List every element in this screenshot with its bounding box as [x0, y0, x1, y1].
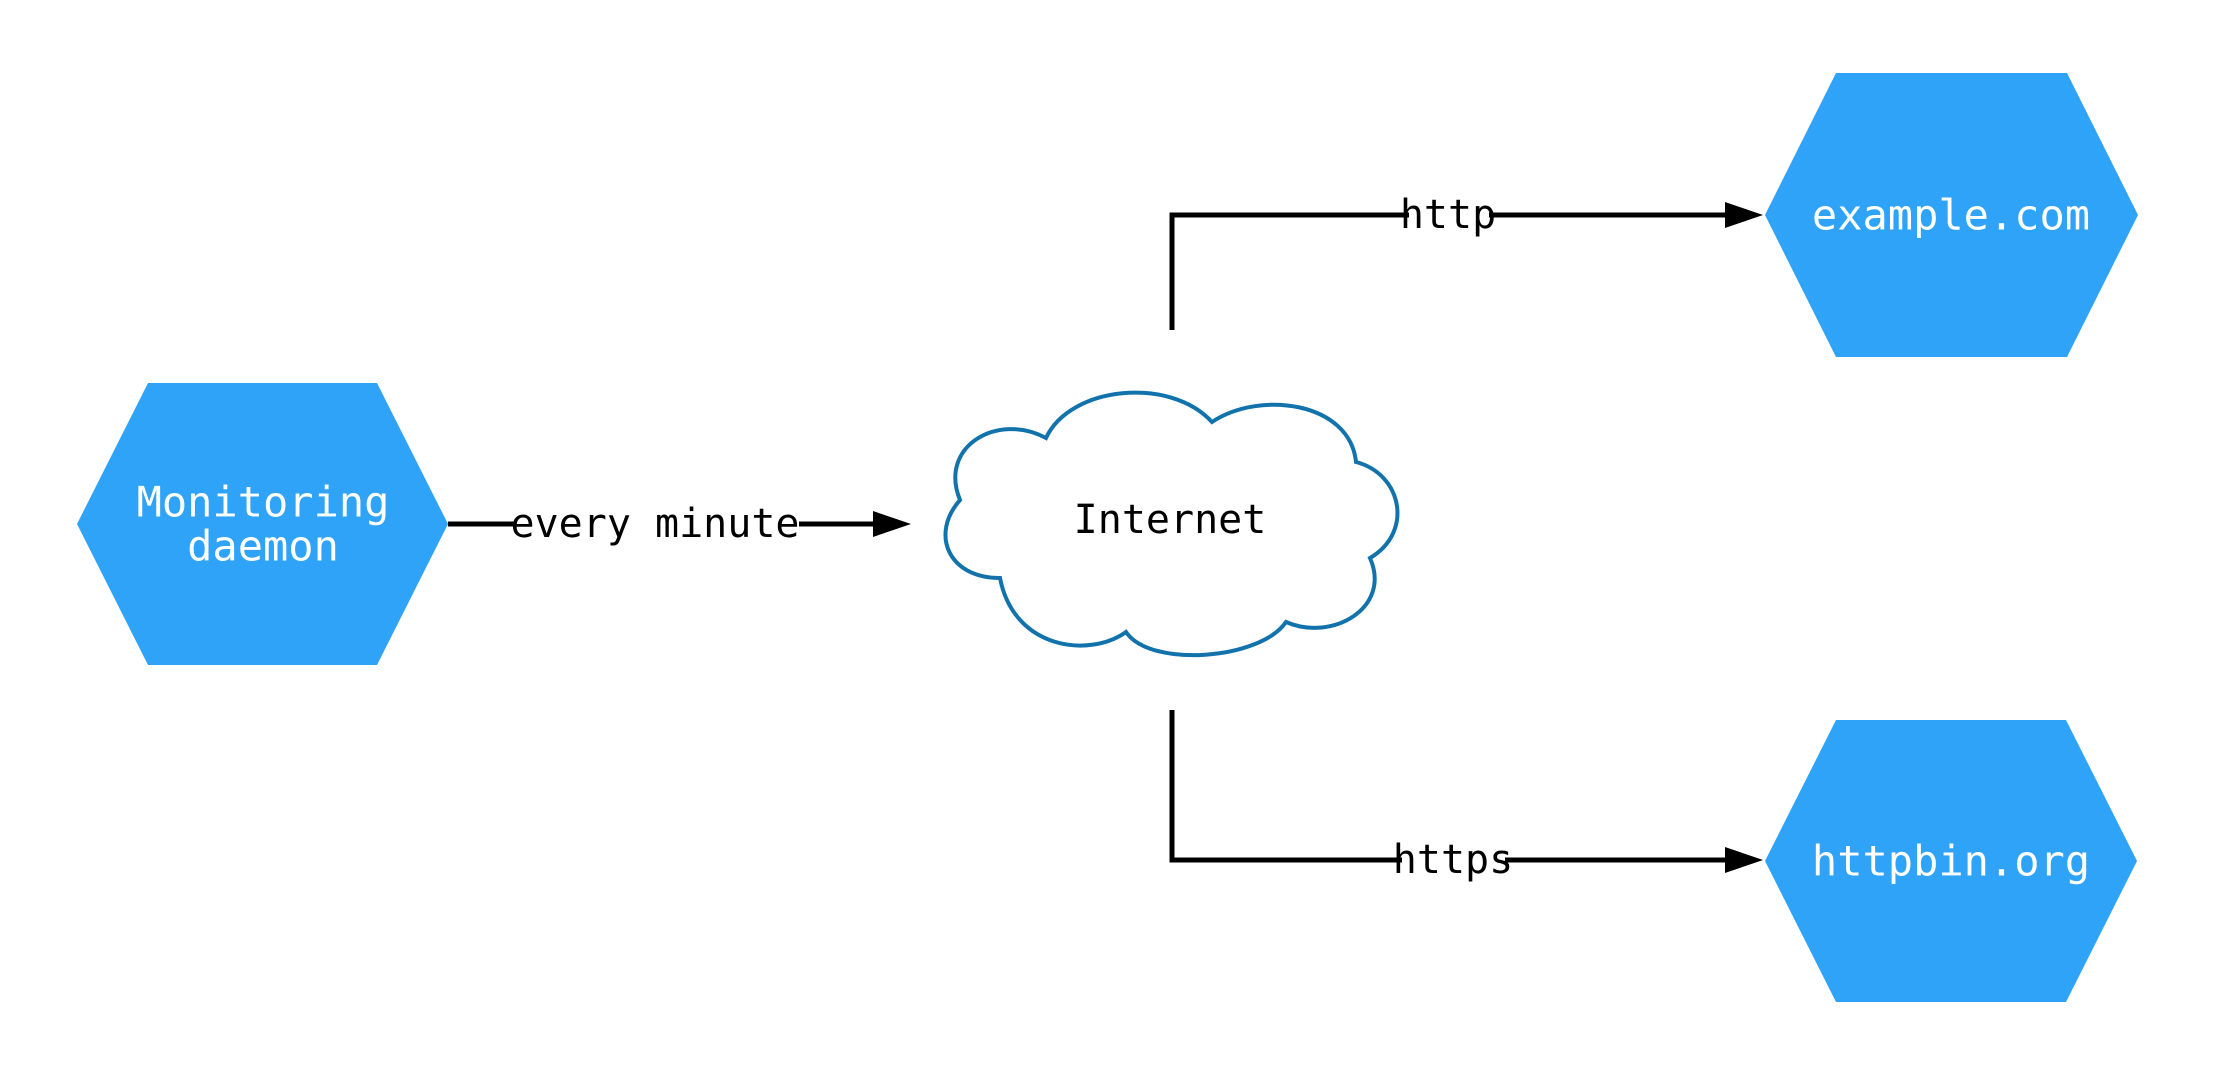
edge-http: http — [1169, 192, 1763, 330]
arrowhead-icon — [1725, 847, 1763, 873]
node-label-internet: Internet — [1074, 497, 1267, 543]
node-httpbin-org: httpbin.org — [1765, 720, 2137, 1002]
node-example-com: example.com — [1765, 73, 2138, 357]
node-internet: Internet — [943, 390, 1400, 658]
cloud-shape — [943, 390, 1400, 658]
node-label-line: Monitoring — [137, 478, 390, 527]
node-label-example-com: example.com — [1812, 191, 2090, 240]
hexagon-shape — [1765, 720, 2137, 1002]
hexagon-shape — [77, 383, 448, 665]
node-label-httpbin-org: httpbin.org — [1812, 837, 2090, 886]
node-monitoring-daemon: Monitoring daemon — [77, 383, 448, 665]
edge-https: https — [1169, 710, 1763, 883]
arrowhead-icon — [873, 511, 911, 537]
edge-every-minute: every minute — [448, 501, 911, 547]
edge-label-http: http — [1400, 192, 1496, 238]
hexagon-shape — [1765, 73, 2138, 357]
node-label-line: daemon — [187, 522, 339, 571]
edge-elbow-segment — [1169, 710, 1402, 863]
edge-elbow-segment — [1169, 212, 1409, 330]
edge-label-https: https — [1393, 837, 1513, 883]
arrowhead-icon — [1725, 202, 1763, 228]
edge-label-every-minute: every minute — [511, 501, 800, 547]
